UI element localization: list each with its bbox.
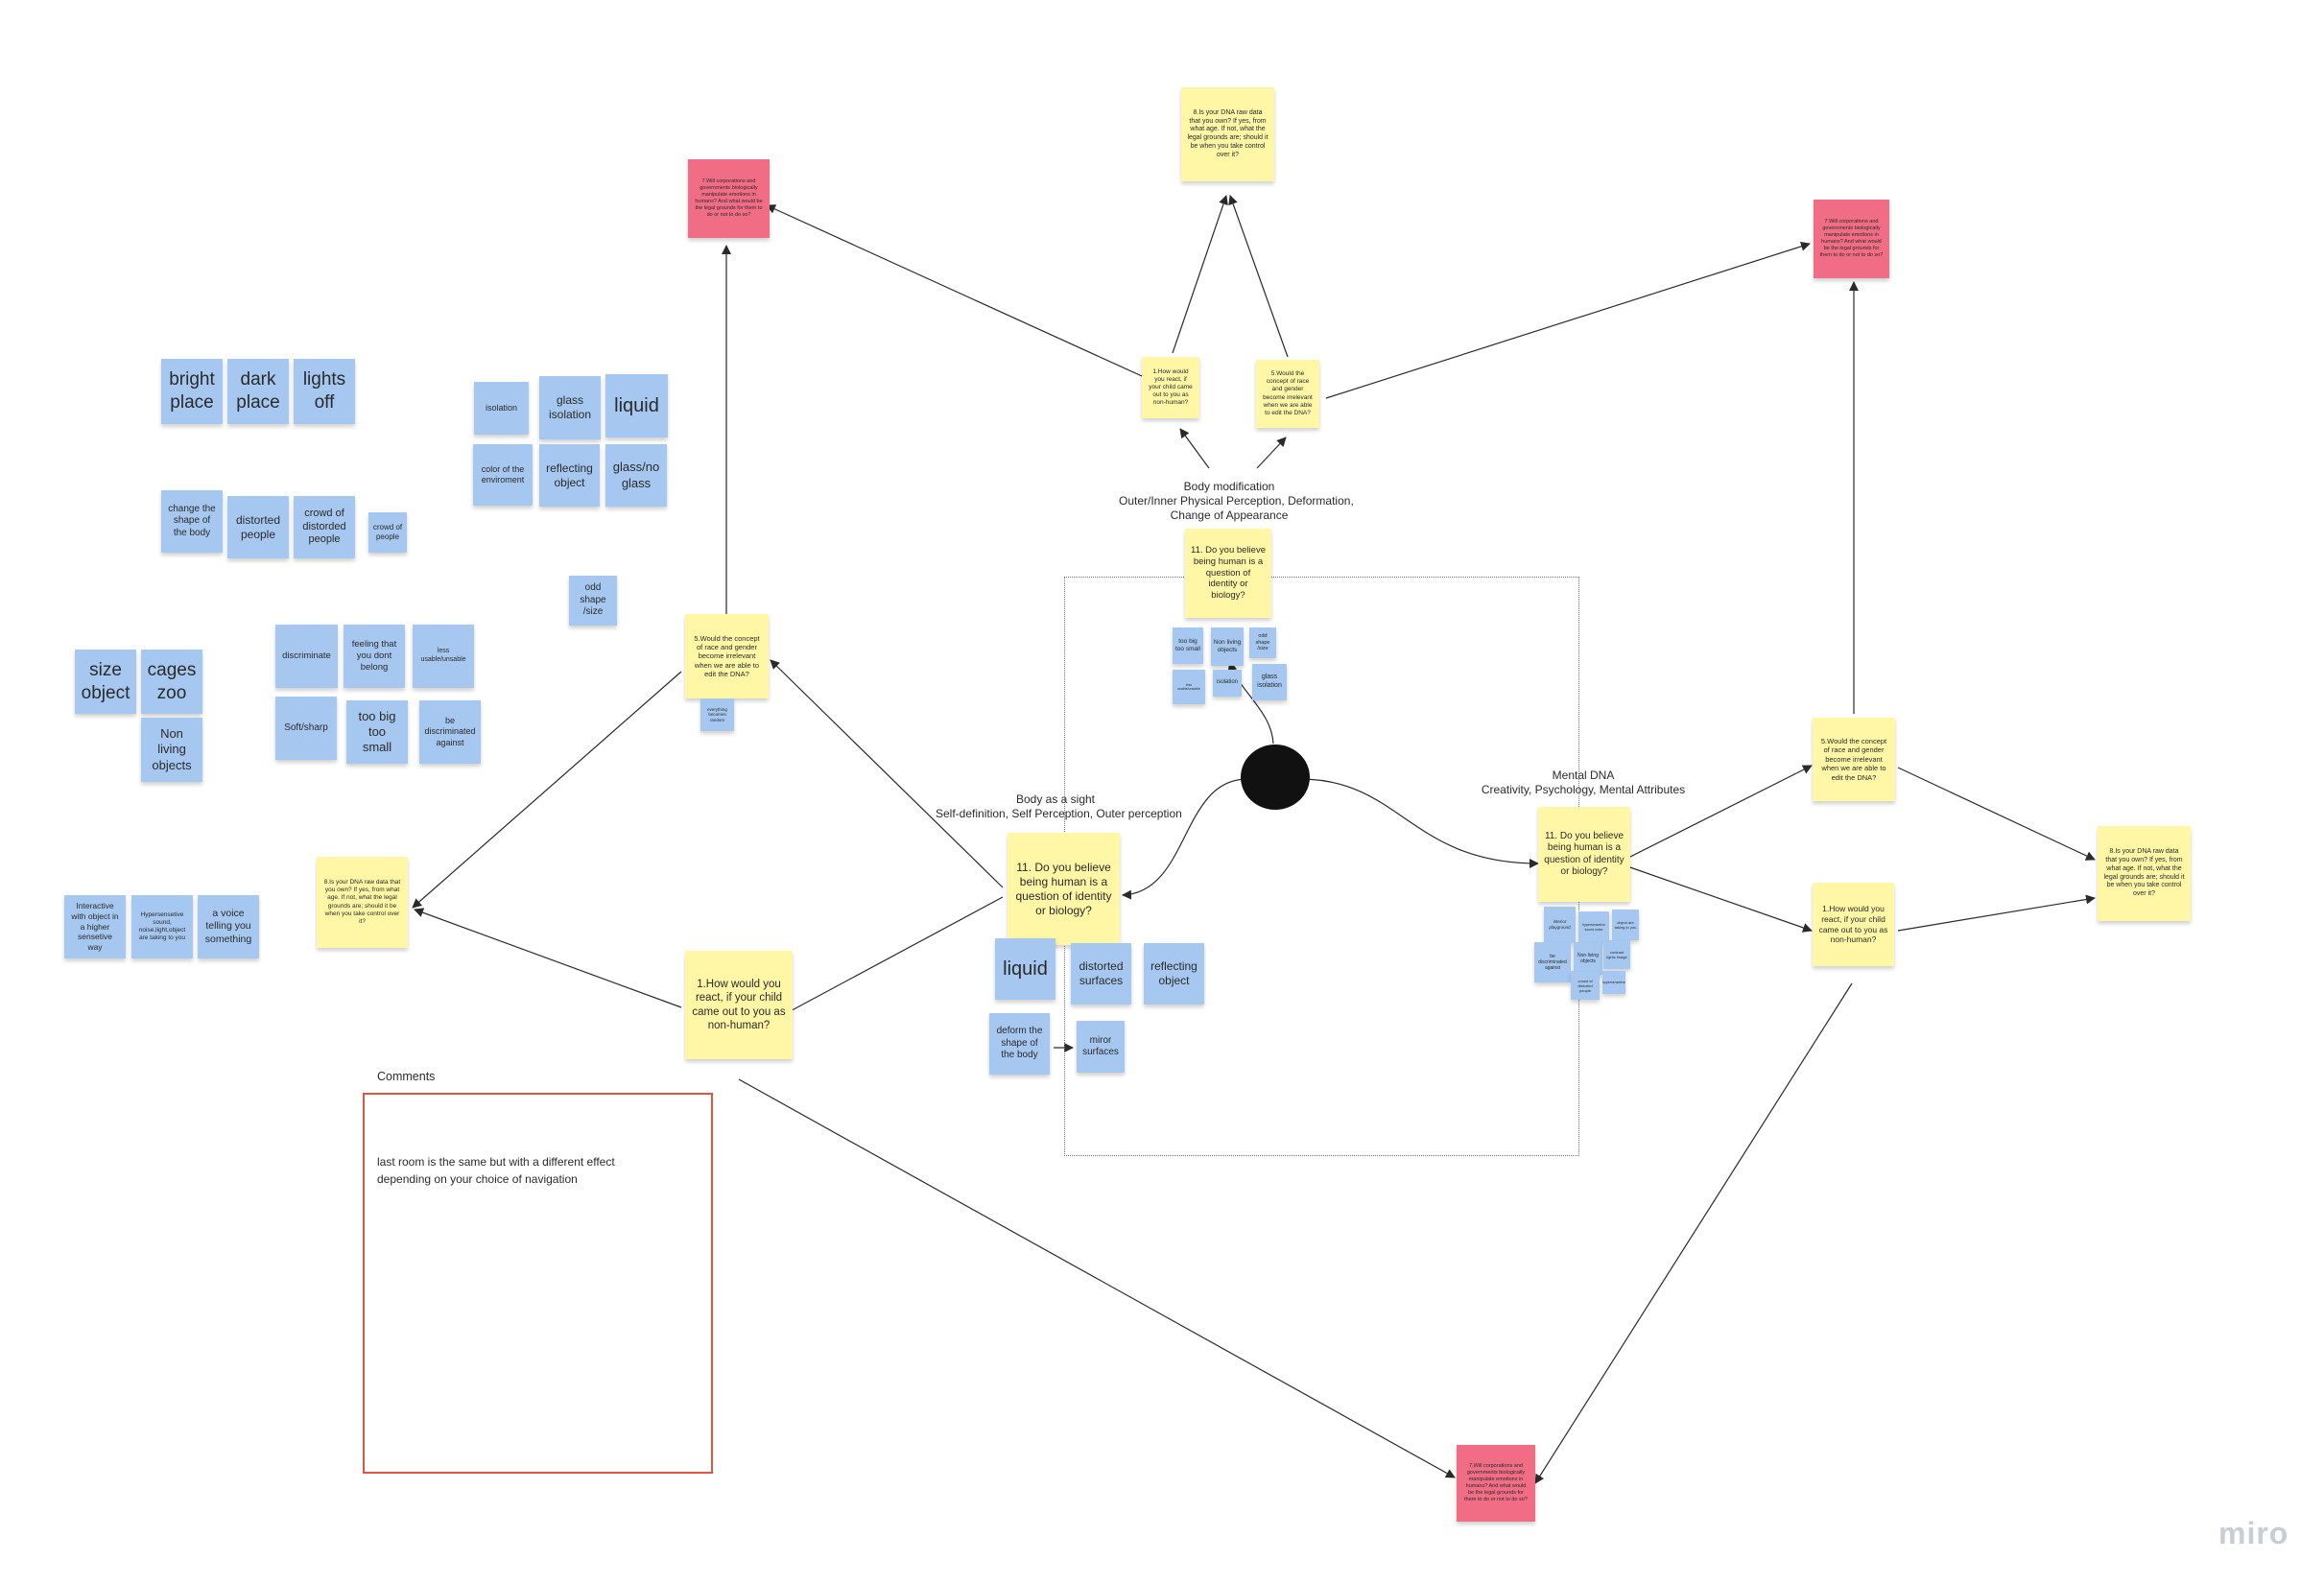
sticky-note-pink-left[interactable]: 7.Will corporations and governments biol…	[688, 159, 770, 238]
connector-rightq5-to-rightq8	[1897, 767, 2096, 861]
label-line: Change of Appearance	[1170, 508, 1289, 522]
sticky-note-crowd-people[interactable]: crowd of people	[368, 512, 407, 553]
comment-box[interactable]	[363, 1093, 713, 1474]
sticky-note-top-q11[interactable]: 11. Do you believe being human is a ques…	[1185, 529, 1271, 618]
connector-q1-to-pink-left	[766, 204, 1143, 377]
sticky-note-m-8[interactable]: hypersensetive	[1602, 971, 1625, 994]
comment-text: last room is the same but with a differe…	[377, 1153, 694, 1188]
label-line: Body as a sight	[1015, 792, 1096, 806]
sticky-note-pink-bottom[interactable]: 7.Will corporations and governments biol…	[1457, 1445, 1535, 1522]
label-line: Outer/Inner Physical Perception, Deforma…	[1119, 494, 1354, 508]
sticky-note-m-1[interactable]: interior playground	[1544, 907, 1576, 943]
sticky-note-lights-off[interactable]: lights off	[294, 359, 355, 424]
sticky-note-less-usable[interactable]: less usable/unsable	[413, 625, 474, 688]
sticky-note-c-less-usable[interactable]: less usable/unsable	[1173, 670, 1205, 704]
connector-rightq1-to-pinkbottom	[1534, 982, 1853, 1484]
sticky-note-non-living-objects[interactable]: Non living objects	[141, 718, 202, 782]
sticky-note-soft-sharp[interactable]: Soft/sharp	[275, 697, 337, 760]
sticky-note-m-6[interactable]: contrast lights image	[1603, 940, 1630, 969]
sticky-note-left-q5[interactable]: 5.Would the concept of race and gender b…	[685, 614, 769, 698]
sticky-note-bright-place[interactable]: bright place	[161, 359, 223, 424]
sticky-note-dark-place[interactable]: dark place	[227, 359, 289, 424]
sticky-note-isolation[interactable]: isolation	[474, 382, 529, 435]
sticky-note-liquid[interactable]: liquid	[605, 374, 668, 437]
sticky-note-c-odd-shape[interactable]: odd shape /size	[1249, 627, 1276, 658]
sticky-note-glass-no-glass[interactable]: glass/no glass	[605, 444, 667, 507]
sticky-note-right-q8[interactable]: 8.Is your DNA raw data that you own? If …	[2098, 826, 2191, 921]
label-line: Mental DNA	[1552, 768, 1615, 782]
label-line: Creativity, Psychology, Mental Attribute…	[1481, 783, 1686, 796]
connector-top-to-q5	[1256, 437, 1287, 469]
connector-body-to-leftq1	[782, 896, 1004, 1016]
comments-title: Comments	[377, 1070, 436, 1083]
label-mental-dna: Mental DNA Creativity, Psychology, Menta…	[1478, 768, 1689, 797]
sticky-note-hypersensitive[interactable]: Hypersensetive sound, noise,light,object…	[131, 895, 193, 958]
center-node[interactable]	[1241, 745, 1310, 810]
sticky-note-top-q8[interactable]: 8.Is your DNA raw data that you own? If …	[1181, 87, 1274, 181]
connector-q5-to-pink-right	[1325, 241, 1811, 399]
sticky-note-be-discriminated[interactable]: be discriminated against	[419, 700, 481, 764]
sticky-note-feeling-dont-belong[interactable]: feeling that you dont belong	[344, 625, 405, 688]
sticky-note-right-q1[interactable]: 1.How would you react, if your child cam…	[1813, 883, 1894, 966]
connector-q1-to-q8	[1172, 195, 1228, 354]
sticky-note-pink-right[interactable]: 7.Will corporations and governments biol…	[1814, 200, 1889, 278]
label-line: Self-definition, Self Perception, Outer …	[936, 807, 1182, 820]
sticky-note-right-q5[interactable]: 5.Would the concept of race and gender b…	[1813, 718, 1895, 801]
connector-center-to-mental	[1299, 778, 1539, 868]
sticky-note-m-7[interactable]: crowd of distorted people	[1571, 971, 1600, 1000]
sticky-note-body-q11[interactable]: 11. Do you believe being human is a ques…	[1008, 833, 1120, 945]
sticky-note-b-reflecting-object[interactable]: reflecting object	[1144, 943, 1204, 1005]
connector-top-to-q1	[1179, 428, 1210, 469]
sticky-note-interactive[interactable]: Interactive with object in a higher sens…	[64, 895, 126, 958]
label-line: Body modification	[1183, 480, 1275, 493]
sticky-note-odd-shape[interactable]: odd shape /size	[569, 576, 617, 626]
sticky-note-c-glass-isolation[interactable]: glass isolation	[1252, 664, 1287, 700]
sticky-note-left-q1[interactable]: 1.How would you react, if your child cam…	[685, 951, 793, 1059]
dotted-frame[interactable]	[1064, 577, 1579, 1156]
sticky-note-reflecting-object[interactable]: reflecting object	[539, 444, 600, 507]
sticky-note-left-q5-sub[interactable]: everything becomes random	[700, 698, 734, 731]
sticky-note-distorted-people[interactable]: distorted people	[227, 496, 289, 558]
sticky-note-c-non-living[interactable]: Non living objects	[1211, 627, 1244, 666]
connector-body-to-leftq5	[770, 659, 1004, 888]
sticky-note-b-liquid[interactable]: liquid	[995, 938, 1055, 1000]
sticky-note-cages-zoo[interactable]: cages zoo	[141, 650, 202, 714]
sticky-note-top-q1[interactable]: 1.How would you react, if your child cam…	[1142, 357, 1199, 418]
connector-center-to-body	[1122, 778, 1248, 900]
sticky-note-voice[interactable]: a voice telling you something	[198, 895, 259, 958]
comment-line: depending on your choice of navigation	[377, 1172, 578, 1186]
connector-leftq1-to-leftq8	[414, 908, 682, 1008]
sticky-note-top-q5[interactable]: 5.Would the concept of race and gender b…	[1256, 360, 1319, 428]
sticky-note-crowd-distorded[interactable]: crowd of distorded people	[294, 496, 355, 558]
sticky-note-change-shape[interactable]: change the shape of the body	[161, 490, 223, 553]
sticky-note-left-q8[interactable]: 8.Is your DNA raw data that you own? If …	[317, 857, 408, 948]
connector-leftq1-to-pinkbottom	[738, 1078, 1456, 1478]
sticky-note-m-4[interactable]: be discriminated against	[1534, 942, 1571, 982]
comment-line: last room is the same but with a differe…	[377, 1155, 615, 1169]
sticky-note-c-too-big[interactable]: too big too small	[1173, 627, 1203, 664]
connector-mental-to-rightq5	[1624, 765, 1813, 861]
miro-logo: miro	[2218, 1516, 2289, 1550]
sticky-note-mental-q11[interactable]: 11. Do you believe being human is a ques…	[1538, 807, 1630, 902]
sticky-note-m-3[interactable]: object are taking to you	[1612, 910, 1639, 940]
sticky-note-too-big-small[interactable]: too big too small	[346, 700, 408, 764]
sticky-note-c-isolation[interactable]: isolation	[1213, 670, 1242, 697]
sticky-note-b-distorted-surfaces[interactable]: distorted surfaces	[1071, 943, 1131, 1005]
label-body-as-sight: Body as a sight Self-definition, Self Pe…	[936, 792, 1182, 821]
connector-q5-to-q8	[1228, 195, 1289, 358]
sticky-note-size-object[interactable]: size object	[75, 650, 136, 714]
sticky-note-m-5[interactable]: Non living objects	[1574, 942, 1602, 975]
sticky-note-m-2[interactable]: hypersensetive sound noise	[1578, 911, 1609, 943]
label-body-modification: Body modification Outer/Inner Physical P…	[1119, 480, 1354, 523]
connector-mental-to-rightq1	[1624, 864, 1813, 933]
connector-rightq1-to-rightq8	[1897, 894, 2096, 932]
sticky-note-glass-isolation[interactable]: glass isolation	[539, 376, 601, 439]
connector-leftq5-to-leftq8	[412, 671, 682, 909]
sticky-note-color-env[interactable]: color of the enviroment	[473, 444, 533, 506]
sticky-note-discriminate[interactable]: discriminate	[275, 625, 338, 688]
sticky-note-b-deform[interactable]: deform the shape of the body	[989, 1013, 1050, 1075]
sticky-note-b-miror[interactable]: miror surfaces	[1077, 1021, 1125, 1073]
